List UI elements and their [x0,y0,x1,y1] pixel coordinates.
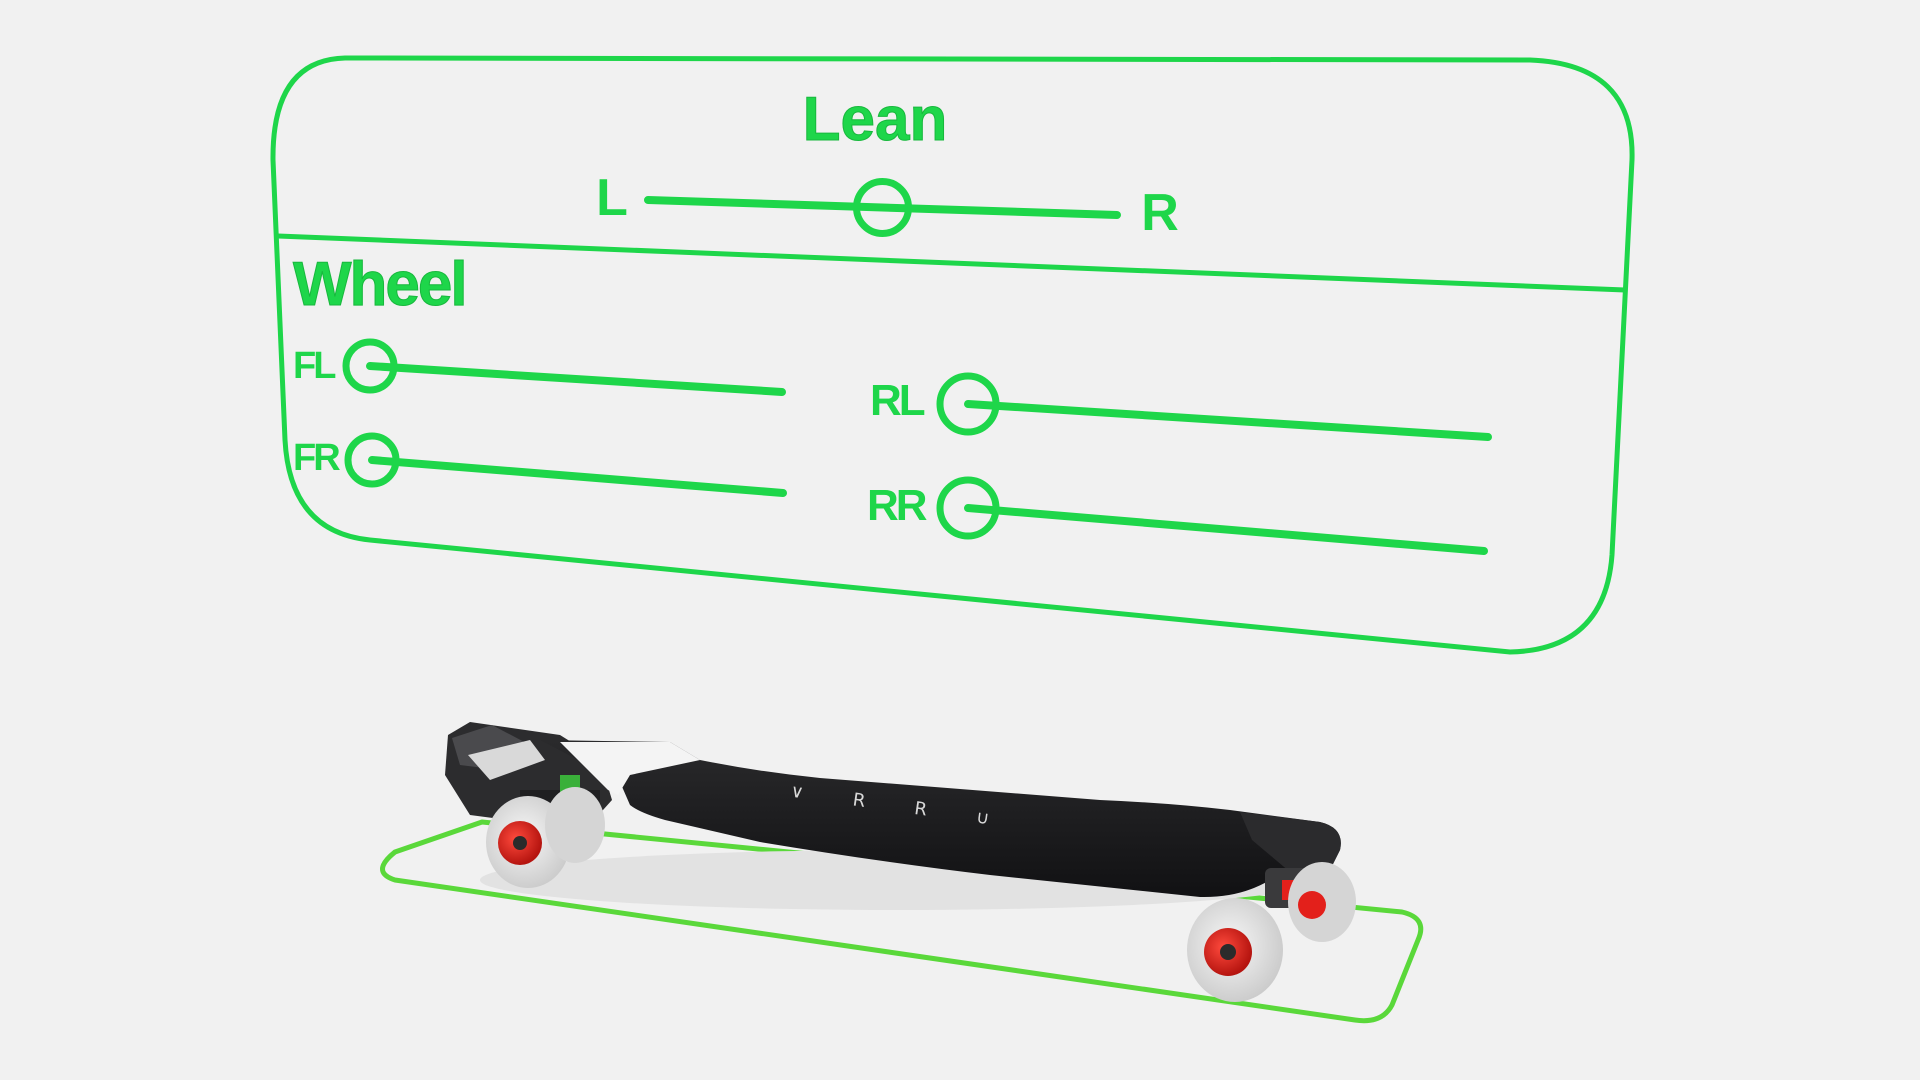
lean-left-label: L [596,169,628,227]
board-deck [540,740,1341,898]
wheel-rl-label: RL [870,376,925,425]
wheel-slider-fr: FR [293,432,787,497]
lean-slider-thumb[interactable] [853,178,912,237]
lean-title: Lean [803,85,948,154]
deck-tail-plate [1240,812,1341,872]
deck-nose-plate [560,742,700,795]
wheel-rl-track[interactable] [964,400,1492,441]
wheel-rr-track[interactable] [964,504,1488,555]
wheel-fl-thumb[interactable] [342,338,398,394]
skateboard: ∨ R R ∪ [445,722,1356,1002]
wheel-rear-right [545,787,605,863]
wheel-slider-rr: RR [867,476,1488,555]
wheel-rr-label: RR [867,481,927,530]
wheel-fr-thumb[interactable] [344,432,400,488]
lean-right-label: R [1141,184,1179,242]
lean-slider-track[interactable] [644,196,1121,219]
wheel-front-right [1288,862,1356,942]
panel-divider [277,233,1626,293]
platform-outline [380,819,1424,1024]
wheel-rl-thumb[interactable] [936,372,1000,436]
control-panel: Lean L R Wheel FL FR RL [270,55,1635,655]
lean-section: Lean L R [596,85,1179,243]
wheel-fl-track[interactable] [366,362,786,396]
wheel-fl-label: FL [293,345,336,387]
wheel-slider-rl: RL [870,372,1492,441]
wheel-fr-track[interactable] [368,456,787,497]
wheel-slider-fl: FL [293,338,786,396]
wheel-section: Wheel FL FR RL RR [293,250,1492,555]
wheel-title: Wheel [293,250,466,319]
wheel-fr-label: FR [293,437,340,479]
wheel-front-left [1187,898,1283,1002]
wheel-rr-thumb[interactable] [936,476,1000,540]
panel-frame [270,55,1635,655]
